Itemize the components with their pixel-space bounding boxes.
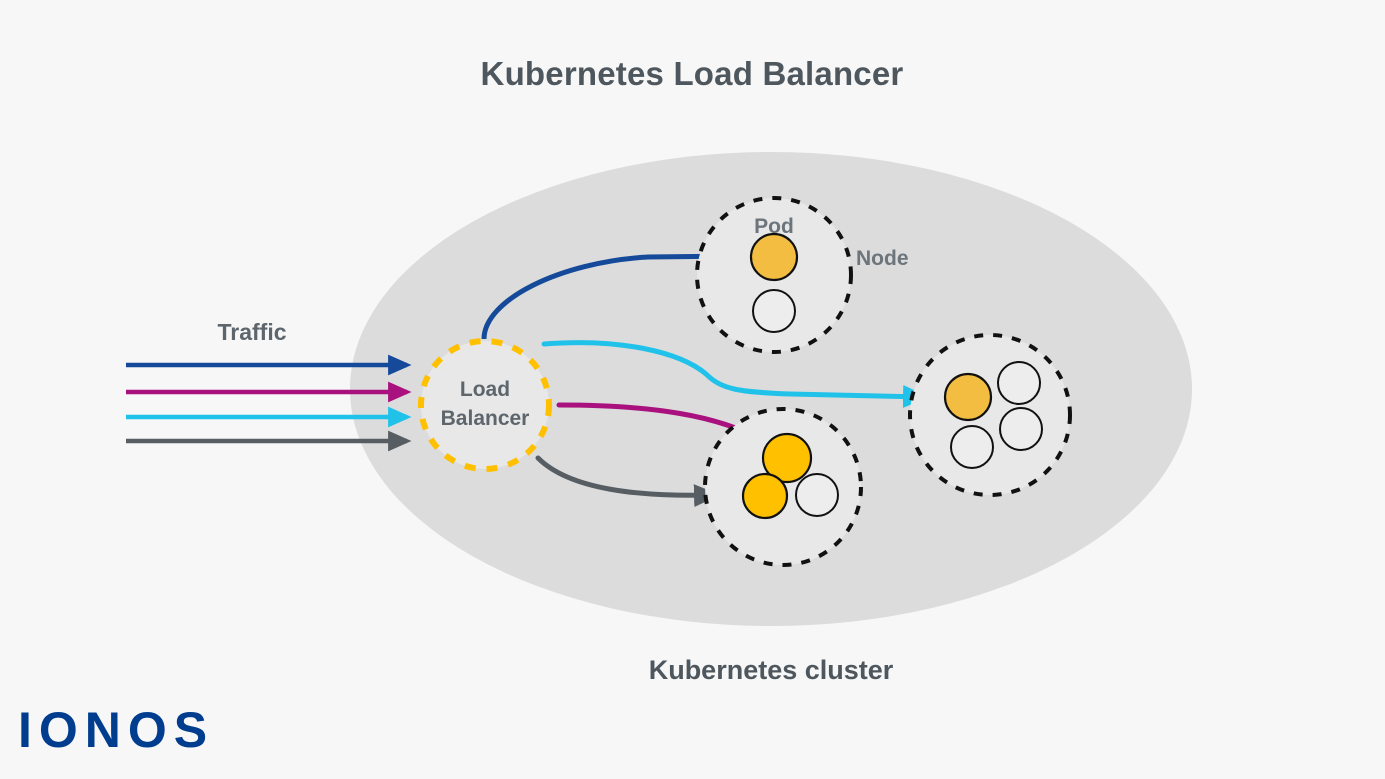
node-right[interactable]	[908, 333, 1072, 497]
pod-idle[interactable]	[999, 407, 1043, 451]
node-label: Node	[856, 247, 909, 270]
pod-active[interactable]	[749, 232, 799, 282]
pod-active[interactable]	[741, 472, 789, 520]
traffic-label: Traffic	[217, 319, 286, 345]
pod-idle[interactable]	[997, 361, 1041, 405]
pod-idle[interactable]	[950, 425, 994, 469]
cluster-caption: Kubernetes cluster	[649, 655, 894, 685]
node-right-boundary	[908, 333, 1072, 497]
load-balancer-label-line1: Load	[460, 378, 510, 401]
ionos-logo: IONOS	[18, 702, 214, 758]
pod-active[interactable]	[943, 372, 993, 422]
page-title: Kubernetes Load Balancer	[481, 55, 904, 92]
node-bottom[interactable]	[703, 407, 863, 567]
route-blue	[481, 244, 747, 340]
kubernetes-cluster-ellipse	[350, 152, 1192, 626]
node-top[interactable]: Pod	[695, 196, 853, 354]
pod-label: Pod	[754, 215, 794, 238]
pod-idle[interactable]	[752, 289, 796, 333]
route-cyan	[541, 340, 929, 409]
pod-idle[interactable]	[795, 473, 839, 517]
load-balancer-label-line2: Balancer	[441, 407, 530, 430]
load-balancer[interactable]: Load Balancer	[418, 338, 552, 472]
route-gray	[535, 455, 720, 508]
load-balancer-boundary	[418, 338, 552, 472]
pod-active[interactable]	[761, 432, 813, 484]
